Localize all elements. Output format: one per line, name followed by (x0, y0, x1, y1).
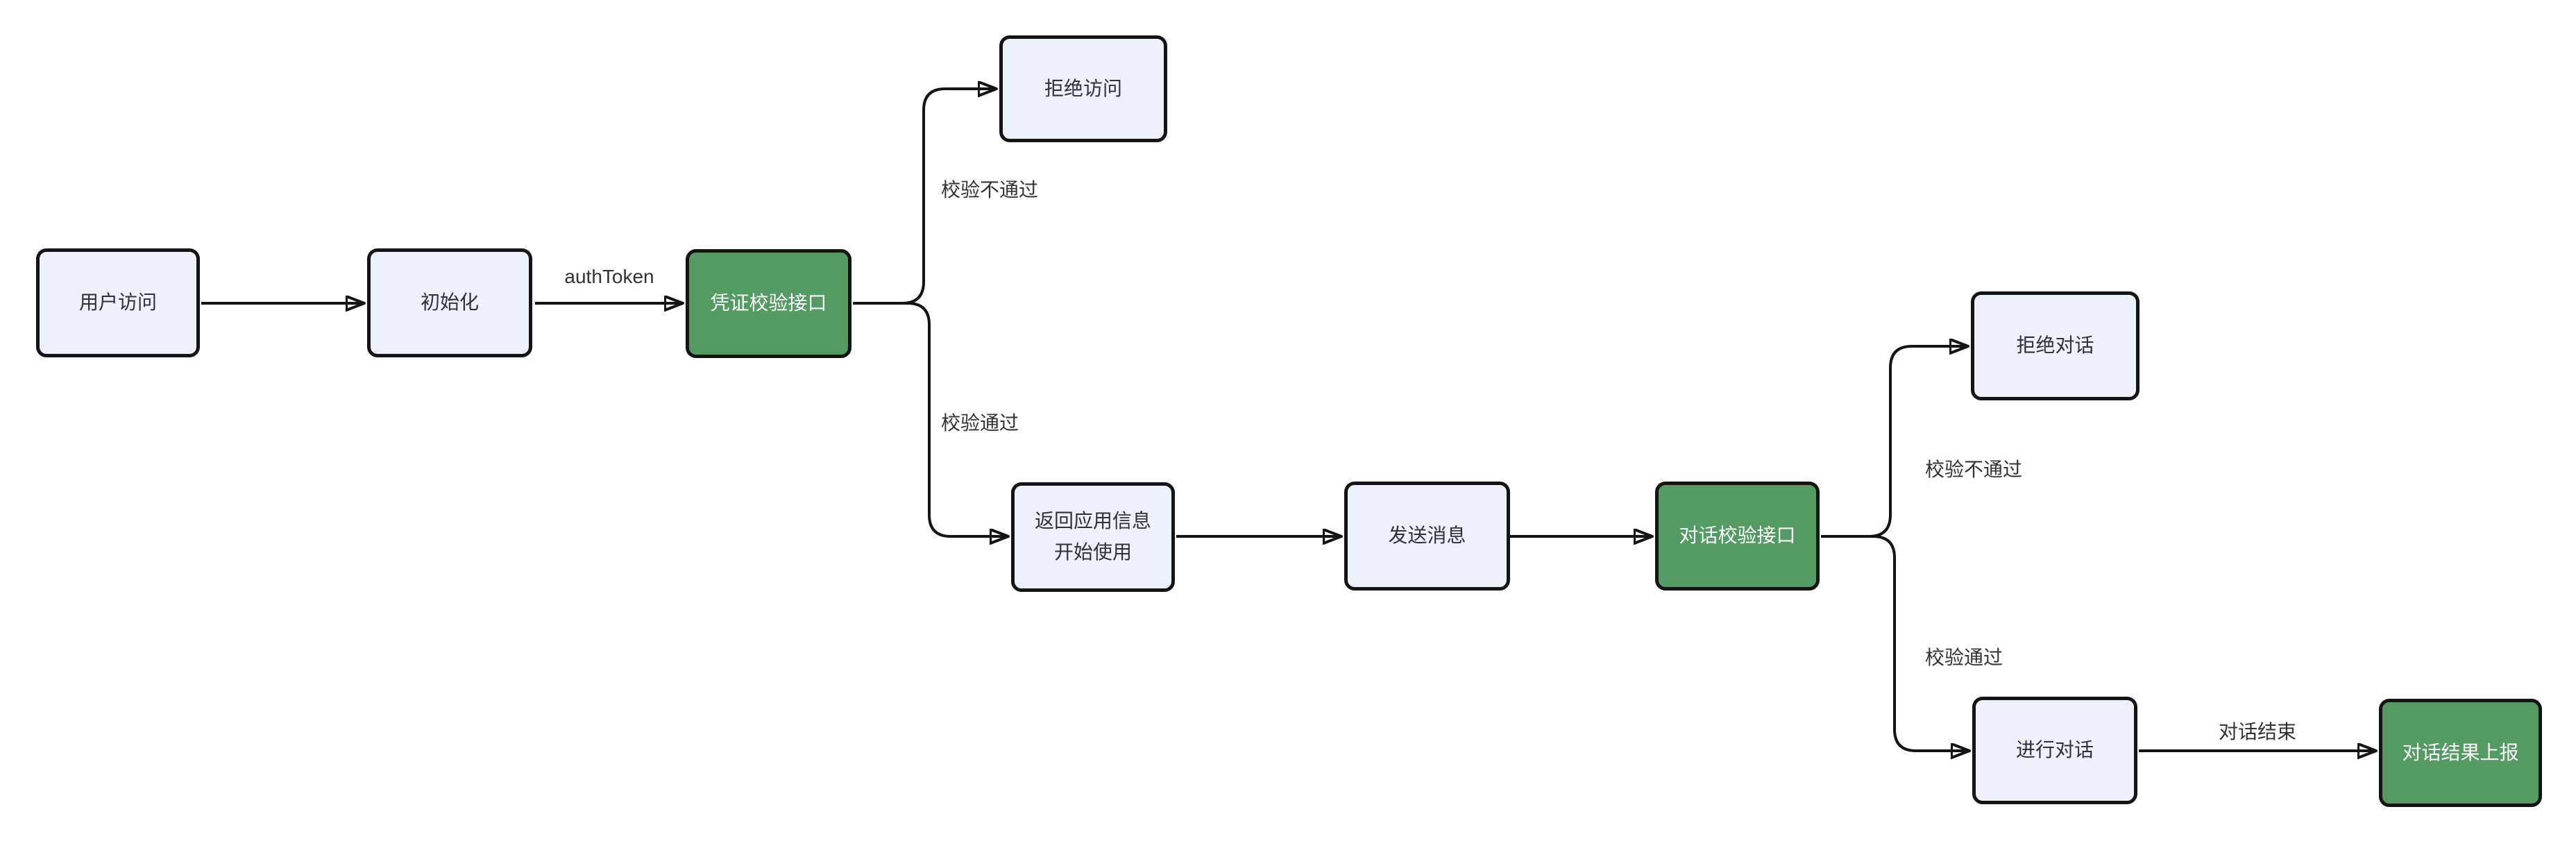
node-do-dialog-label: 进行对话 (2015, 739, 2094, 761)
node-report: 对话结果上报 (2379, 699, 2542, 807)
node-deny-dialog: 拒绝对话 (1971, 291, 2139, 400)
node-init: 初始化 (367, 248, 532, 357)
edge-cred-pass-branch (853, 302, 1008, 536)
node-user-access-label: 用户访问 (78, 291, 157, 314)
node-dialog-check: 对话校验接口 (1655, 482, 1820, 591)
node-return-info-label: 返回应用信息 开始使用 (1034, 510, 1151, 563)
edge-label-cred-pass: 校验通过 (938, 408, 1022, 436)
edge-label-dialog-fail: 校验不通过 (1922, 455, 2026, 482)
node-deny-dialog-label: 拒绝对话 (2016, 334, 2094, 357)
node-deny-access: 拒绝访问 (999, 35, 1167, 142)
edge-label-auth-token: authToken (561, 266, 657, 288)
node-send-msg-label: 发送消息 (1388, 525, 1466, 547)
node-deny-access-label: 拒绝访问 (1044, 77, 1122, 99)
node-report-label: 对话结果上报 (2402, 741, 2519, 763)
edge-label-dialog-pass: 校验通过 (1922, 643, 2006, 670)
edge-dialog-fail-branch (1821, 346, 1968, 538)
edge-dialog-pass-branch (1821, 535, 1969, 751)
node-send-msg: 发送消息 (1344, 482, 1510, 591)
node-user-access: 用户访问 (36, 248, 200, 357)
edge-label-dialog-end: 对话结束 (2215, 717, 2300, 745)
node-return-info: 返回应用信息 开始使用 (1011, 482, 1175, 592)
node-cred-check: 凭证校验接口 (686, 249, 851, 358)
node-init-label: 初始化 (420, 291, 479, 314)
node-cred-check-label: 凭证校验接口 (710, 292, 827, 314)
node-do-dialog: 进行对话 (1972, 697, 2137, 804)
node-dialog-check-label: 对话校验接口 (1679, 525, 1796, 547)
edge-label-cred-fail: 校验不通过 (938, 175, 1042, 203)
